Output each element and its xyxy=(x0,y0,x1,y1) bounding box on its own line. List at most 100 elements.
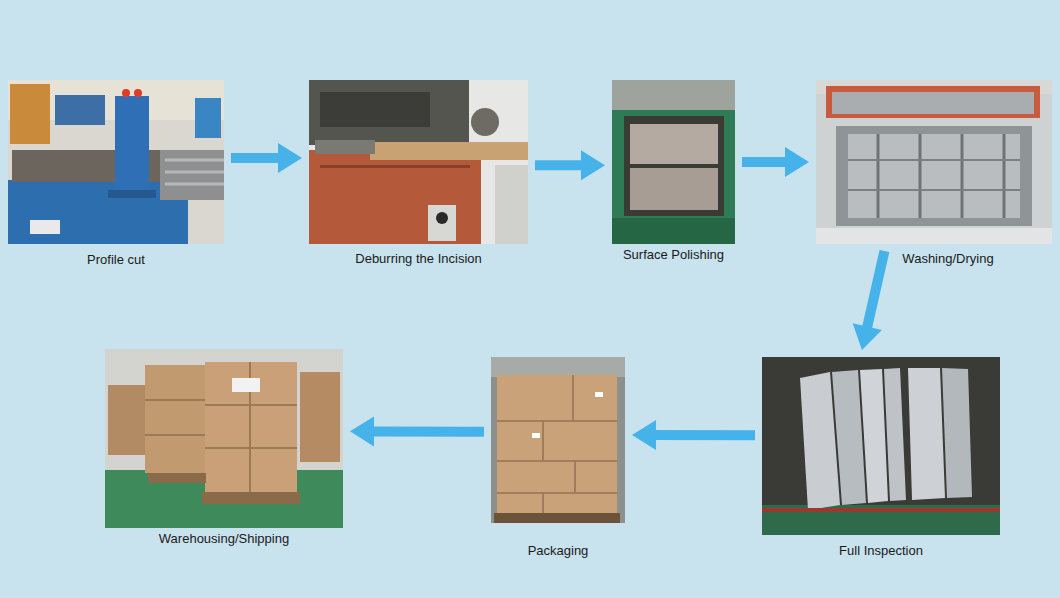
flow-arrow xyxy=(350,416,484,446)
step-caption: Profile cut xyxy=(87,252,145,267)
flow-arrow xyxy=(853,250,890,350)
inspection-table-photo-part xyxy=(884,368,906,501)
warehouse-photo-part xyxy=(300,372,340,462)
polishing-machine-photo-part xyxy=(612,80,735,110)
warehouse-photo-part xyxy=(232,378,260,392)
cutting-machine-photo-part xyxy=(134,89,142,97)
boxed-pallet-photo-part xyxy=(572,375,574,421)
deburring-machine-photo xyxy=(309,80,528,244)
process-photo: Profile cut xyxy=(8,80,224,244)
warehouse-photo xyxy=(105,349,343,528)
cutting-machine-photo-part xyxy=(8,80,224,244)
polishing-machine-photo-part xyxy=(630,124,718,164)
polishing-machine-photo-part xyxy=(630,168,718,210)
boxed-pallet-photo-part xyxy=(595,392,603,397)
boxed-pallet-photo-part xyxy=(497,420,617,422)
inspection-table-photo-part xyxy=(762,505,1000,535)
washing-tank-photo-part xyxy=(961,134,964,218)
cutting-machine-photo-part xyxy=(165,159,224,162)
boxed-pallet-photo-part xyxy=(491,357,625,523)
cutting-machine-photo-part xyxy=(165,171,224,174)
washing-tank-photo-part xyxy=(836,126,1032,226)
flow-arrow xyxy=(231,143,302,173)
washing-tank-photo-part xyxy=(826,86,1040,118)
inspection-table-photo xyxy=(762,357,1000,535)
warehouse-photo-part xyxy=(145,434,205,436)
boxed-pallet-photo-part xyxy=(542,421,544,461)
cutting-machine-photo-part xyxy=(115,96,149,196)
step-caption: Washing/Drying xyxy=(902,251,993,266)
cutting-machine-photo-part xyxy=(165,183,224,186)
boxed-pallet-photo xyxy=(491,357,625,523)
boxed-pallet-photo-part xyxy=(542,493,544,513)
washing-tank-photo-part xyxy=(848,189,1020,191)
warehouse-photo-part xyxy=(202,492,300,504)
inspection-table-photo-part xyxy=(908,368,945,500)
cutting-machine-photo-part xyxy=(30,220,60,234)
deburring-machine-photo-part xyxy=(370,142,528,160)
washing-tank-photo-part xyxy=(877,134,880,218)
warehouse-photo-part xyxy=(108,385,148,455)
inspection-table-photo-part xyxy=(942,368,972,498)
process-photo: Full Inspection xyxy=(762,357,1000,535)
deburring-machine-photo-part xyxy=(428,205,456,241)
deburring-machine-photo-part xyxy=(309,80,528,244)
washing-tank-photo-part xyxy=(848,159,1020,161)
step-caption: Surface Polishing xyxy=(623,247,724,262)
polishing-machine-photo-part xyxy=(612,218,735,244)
process-photo: Surface Polishing xyxy=(612,80,735,244)
deburring-machine-photo-part xyxy=(309,150,481,244)
flow-arrow xyxy=(535,150,605,180)
process-photo: Deburring the Incision xyxy=(309,80,528,244)
washing-tank-photo-part xyxy=(816,80,1052,244)
cutting-machine-photo-part xyxy=(122,89,130,97)
cutting-machine-photo-part xyxy=(195,98,221,138)
inspection-table-photo-part xyxy=(762,357,1000,535)
warehouse-photo-part xyxy=(205,362,297,492)
washing-tank-photo-part xyxy=(848,134,1020,218)
boxed-pallet-photo-part xyxy=(574,461,576,493)
cutting-machine-photo-part xyxy=(10,84,50,144)
polishing-machine-photo-part xyxy=(612,80,735,244)
washing-tank-photo-part xyxy=(1003,134,1006,218)
deburring-machine-photo-part xyxy=(436,212,448,224)
cutting-machine-photo-part xyxy=(108,190,156,198)
boxed-pallet-photo-part xyxy=(497,375,617,513)
washing-tank-photo-part xyxy=(919,134,922,218)
step-caption: Deburring the Incision xyxy=(355,251,481,266)
warehouse-photo-part xyxy=(145,399,205,401)
inspection-table-photo-part xyxy=(832,370,866,505)
washing-tank-photo-part xyxy=(816,228,1052,244)
deburring-machine-photo-part xyxy=(320,165,470,168)
washing-tank-photo-part xyxy=(832,92,1034,114)
deburring-machine-photo-part xyxy=(471,108,499,136)
inspection-table-photo-part xyxy=(762,508,1000,512)
polishing-machine-photo xyxy=(612,80,735,244)
warehouse-photo-part xyxy=(105,349,343,528)
boxed-pallet-photo-part xyxy=(494,513,620,523)
cutting-machine-photo-part xyxy=(160,150,224,200)
inspection-table-photo-part xyxy=(860,369,888,503)
polishing-machine-photo-part xyxy=(624,116,724,216)
flow-arrow xyxy=(742,147,809,177)
cutting-machine-photo xyxy=(8,80,224,244)
polishing-machine-photo-part xyxy=(612,110,735,244)
step-caption: Full Inspection xyxy=(839,543,923,558)
boxed-pallet-photo-part xyxy=(497,460,617,462)
step-caption: Warehousing/Shipping xyxy=(159,531,289,546)
boxed-pallet-photo-part xyxy=(491,357,625,377)
boxed-pallet-photo-part xyxy=(532,433,540,438)
deburring-machine-photo-part xyxy=(320,92,430,127)
washing-tank-photo xyxy=(816,80,1052,244)
cutting-machine-photo-part xyxy=(55,95,105,125)
process-photo: Packaging xyxy=(491,357,625,523)
process-photo: Warehousing/Shipping xyxy=(105,349,343,528)
deburring-machine-photo-part xyxy=(315,140,375,154)
flow-arrow xyxy=(632,420,755,450)
warehouse-photo-part xyxy=(145,365,205,473)
deburring-machine-photo-part xyxy=(309,80,469,145)
step-caption: Packaging xyxy=(528,543,589,558)
